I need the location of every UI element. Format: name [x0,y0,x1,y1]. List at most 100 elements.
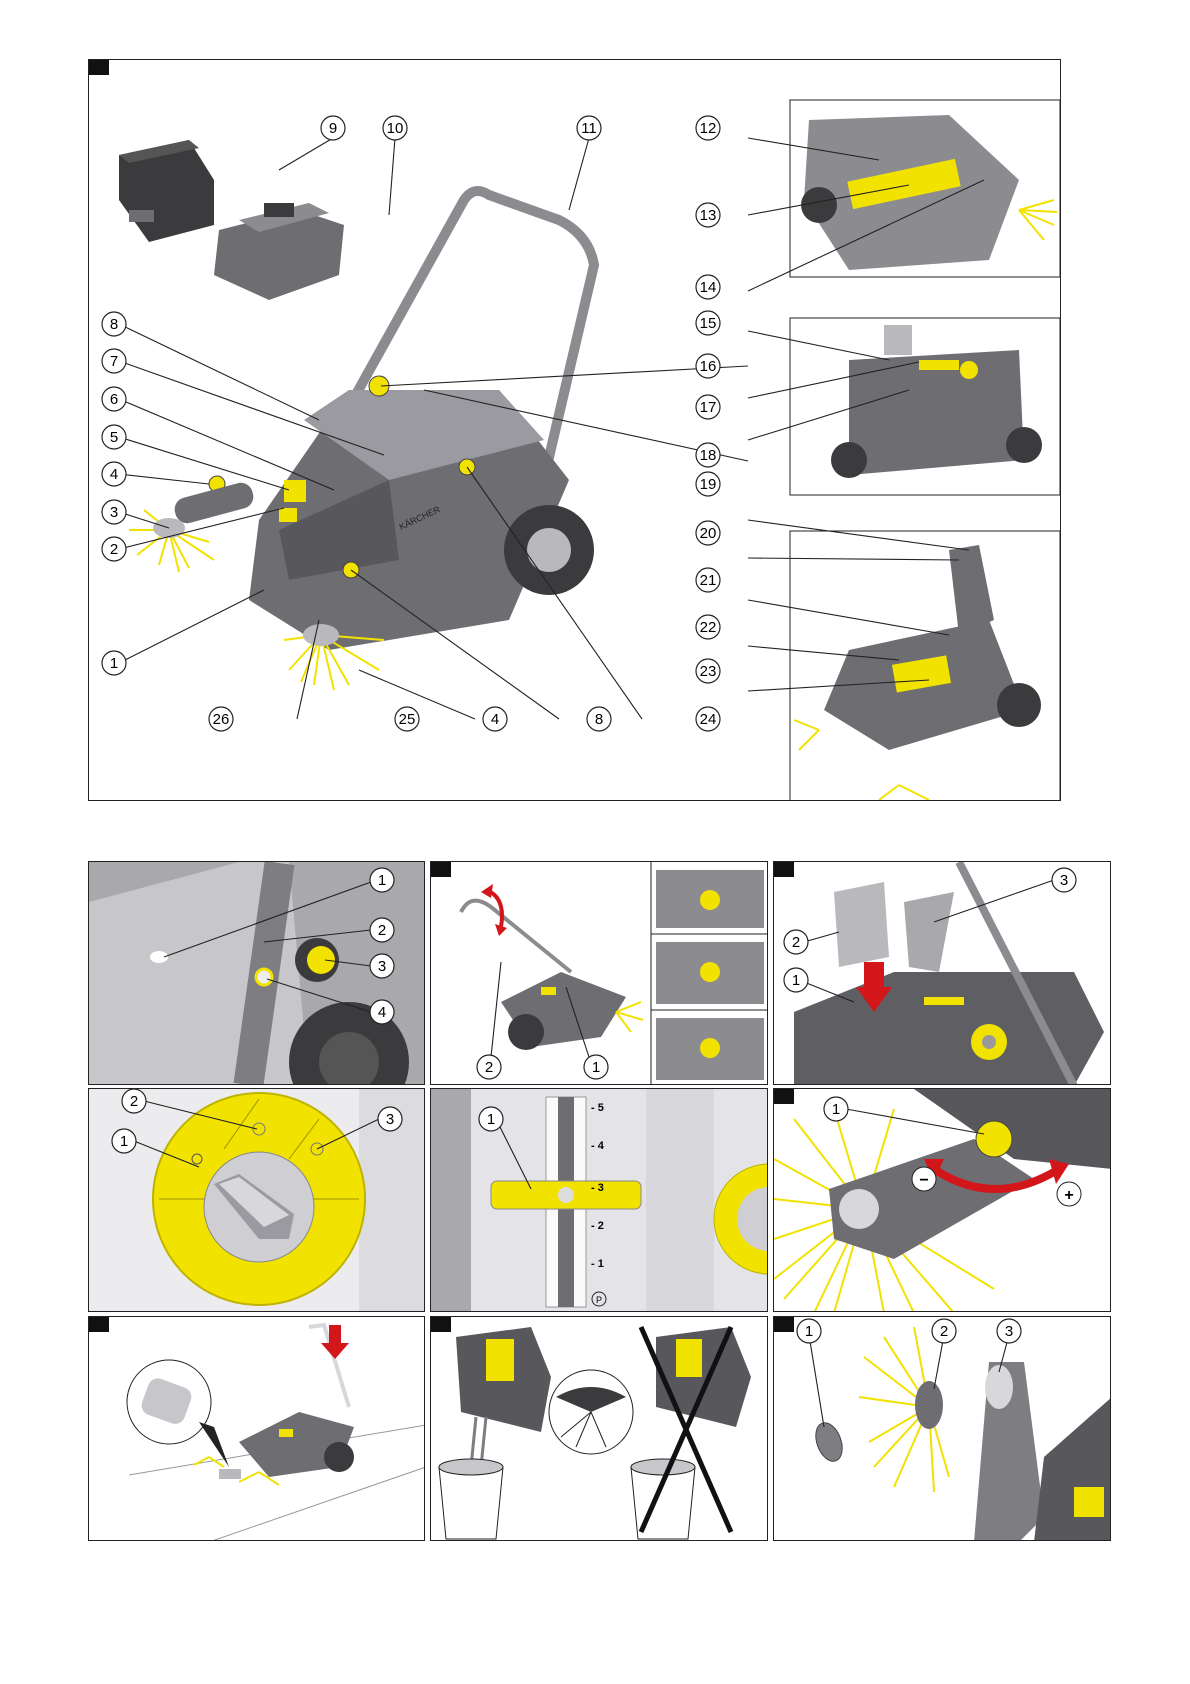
plus-symbol: + [1064,1187,1073,1204]
svg-text:1: 1 [592,1059,600,1076]
callout-5: 5 [102,425,126,449]
panel-transport [88,1316,425,1541]
svg-text:3: 3 [110,504,118,521]
battery-charger [214,203,344,300]
svg-text:8: 8 [595,711,603,728]
battery-insert-illustration: 3 2 1 [774,862,1111,1085]
callout-1: 1 [102,651,126,675]
panel-brush-replace: 1 2 3 [773,1316,1111,1541]
svg-text:7: 7 [110,353,118,370]
svg-text:2: 2 [110,541,118,558]
callout-21: 21 [696,568,720,592]
callout-12: 12 [696,116,720,140]
panel-handle-adjust: 1 2 [430,861,768,1085]
svg-text:1: 1 [110,655,118,672]
callout-18: 18 [696,443,720,467]
callout-19: 19 [696,472,720,496]
callout-8-bottom: 8 [587,707,611,731]
svg-text:10: 10 [387,120,404,137]
callout-15: 15 [696,311,720,335]
panel-empty-container [430,1316,768,1541]
callout-16: 16 [696,354,720,378]
svg-text:5: 5 [110,429,118,446]
svg-text:- 1: - 1 [591,1258,604,1270]
callout-26: 26 [209,707,233,731]
svg-text:3: 3 [386,1111,394,1128]
program-switch-illustration: 1 2 3 [89,1089,425,1312]
svg-text:1: 1 [378,872,386,889]
callout-3: 3 [102,500,126,524]
sweeper-body: KÄRCHER [209,376,594,650]
svg-text:24: 24 [700,711,717,728]
svg-text:20: 20 [700,525,717,542]
svg-text:- 5: - 5 [591,1102,604,1114]
callouts-scale: 1 [479,1107,503,1131]
svg-text:23: 23 [700,663,717,680]
transport-illustration [89,1317,425,1541]
svg-text:1: 1 [805,1323,813,1340]
fuse-detail-illustration: 1 2 3 4 [89,862,425,1085]
callout-25: 25 [395,707,419,731]
svg-text:1: 1 [487,1111,495,1128]
svg-text:2: 2 [378,922,386,939]
svg-text:- 4: - 4 [591,1140,605,1152]
svg-text:6: 6 [110,391,118,408]
panel-program-switch: 1 2 3 [88,1088,425,1312]
empty-container-illustration [431,1317,768,1541]
battery-pack [119,140,214,242]
callout-20: 20 [696,521,720,545]
callout-13: 13 [696,203,720,227]
callout-10: 10 [383,116,407,140]
callout-6: 6 [102,387,126,411]
svg-text:1: 1 [832,1101,840,1118]
svg-text:21: 21 [700,572,717,589]
svg-text:2: 2 [940,1323,948,1340]
svg-text:26: 26 [213,711,230,728]
callout-8-top: 8 [102,312,126,336]
svg-text:4: 4 [110,466,118,483]
svg-text:1: 1 [120,1133,128,1150]
svg-text:- 2: - 2 [591,1220,604,1232]
callout-22: 22 [696,615,720,639]
svg-text:3: 3 [1005,1323,1013,1340]
minus-symbol: − [919,1172,928,1189]
svg-text:2: 2 [485,1059,493,1076]
handle-positions [656,870,764,1080]
callout-23: 23 [696,659,720,683]
panel-brush-adjust: − + 1 [773,1088,1111,1312]
callout-11: 11 [577,116,601,140]
callouts-handle: 1 2 [477,1055,608,1079]
callout-9: 9 [321,116,345,140]
svg-text:18: 18 [700,447,717,464]
brush-adjust-illustration: − + 1 [774,1089,1111,1312]
svg-text:22: 22 [700,619,717,636]
svg-text:2: 2 [130,1093,138,1110]
svg-text:9: 9 [329,120,337,137]
svg-text:4: 4 [378,1004,386,1021]
svg-text:1: 1 [792,972,800,989]
callout-14: 14 [696,275,720,299]
callout-24: 24 [696,707,720,731]
svg-text:15: 15 [700,315,717,332]
svg-text:13: 13 [700,207,717,224]
svg-text:8: 8 [110,316,118,333]
handle-adjust-illustration: 1 2 [431,862,768,1085]
svg-text:4: 4 [491,711,499,728]
svg-text:12: 12 [700,120,717,137]
main-figure-panel: KÄRCHER [88,59,1061,801]
svg-text:14: 14 [700,279,717,296]
panel-fuse-detail: 1 2 3 4 [88,861,425,1085]
svg-text:3: 3 [1060,872,1068,889]
svg-text:16: 16 [700,358,717,375]
side-brush-left [129,480,256,572]
callout-2: 2 [102,537,126,561]
callout-4-left: 4 [102,462,126,486]
svg-text:2: 2 [792,934,800,951]
svg-text:3: 3 [378,958,386,975]
parking-symbol: P [596,1295,602,1305]
brush-replace-illustration: 1 2 3 [774,1317,1111,1541]
callouts-brush: 1 [824,1097,848,1121]
svg-text:25: 25 [399,711,416,728]
svg-text:- 3: - 3 [591,1182,604,1194]
callout-7: 7 [102,349,126,373]
